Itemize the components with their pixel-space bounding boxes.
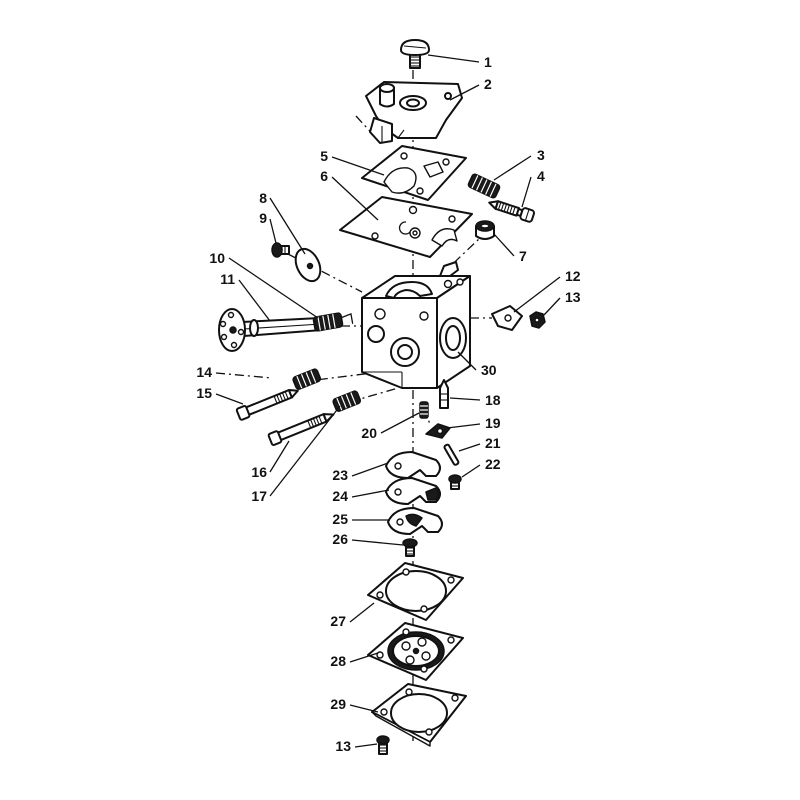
callout-24: 24 [332,488,348,504]
callout-8: 8 [259,190,267,206]
callout-10: 10 [209,250,225,266]
callout-16: 16 [251,464,267,480]
callout-2: 2 [484,76,492,92]
leader-lines [215,54,561,748]
callout-28: 28 [330,653,346,669]
callout-13-bottom: 13 [335,738,351,754]
part-16-needle [267,413,335,446]
callout-labels: 1 2 3 4 5 6 7 8 9 10 11 12 13 14 15 16 1… [196,54,580,754]
callout-13: 13 [565,289,581,305]
callout-4: 4 [537,168,545,184]
part-2-cover-plate [365,81,463,144]
callout-12: 12 [565,268,581,284]
callout-30: 30 [481,362,497,378]
part-9-screw [271,242,290,258]
callout-1: 1 [484,54,492,70]
part-5-gasket [361,145,467,201]
callout-6: 6 [320,168,328,184]
part-26-screw [402,538,418,557]
part-10-spring [312,312,354,332]
part-25-lever [387,507,443,535]
callout-22: 22 [485,456,501,472]
part-17-spring [332,390,362,412]
callout-15: 15 [196,385,212,401]
part-8-disc [294,247,322,283]
callout-5: 5 [320,148,328,164]
callout-14: 14 [196,364,212,380]
part-24-lever [385,477,441,505]
callout-17: 17 [251,488,267,504]
part-1-screw [400,39,430,69]
part-20-spring [419,401,429,419]
part-13-nut [529,311,546,329]
callout-11: 11 [220,271,235,287]
part-6-plate [339,196,473,258]
part-13-bottom-screw [376,735,390,755]
callout-9: 9 [259,210,267,226]
part-4-needle [488,200,535,223]
part-3-spring [467,173,501,199]
callout-7: 7 [519,248,527,264]
callout-29: 29 [330,696,346,712]
callout-23: 23 [332,467,348,483]
part-14-spring [292,368,322,390]
part-29-cover [371,683,467,747]
part-21-pin [443,443,460,466]
callout-21: 21 [485,435,501,451]
part-30-body [361,261,471,389]
callout-3: 3 [537,147,545,163]
part-27-gasket [367,562,464,621]
callout-27: 27 [330,613,346,629]
part-19-lever [425,423,451,439]
part-28-diaphragm [367,622,464,681]
part-18-needle-valve [439,379,449,409]
part-11-shaft [218,308,323,352]
part-22-screw [448,474,462,490]
callout-18: 18 [485,392,501,408]
callout-19: 19 [485,415,501,431]
part-15-needle [235,389,299,421]
callout-20: 20 [361,425,377,441]
part-23-lever [385,451,441,479]
callout-26: 26 [332,531,348,547]
callout-25: 25 [332,511,348,527]
part-7-cap [475,220,495,240]
